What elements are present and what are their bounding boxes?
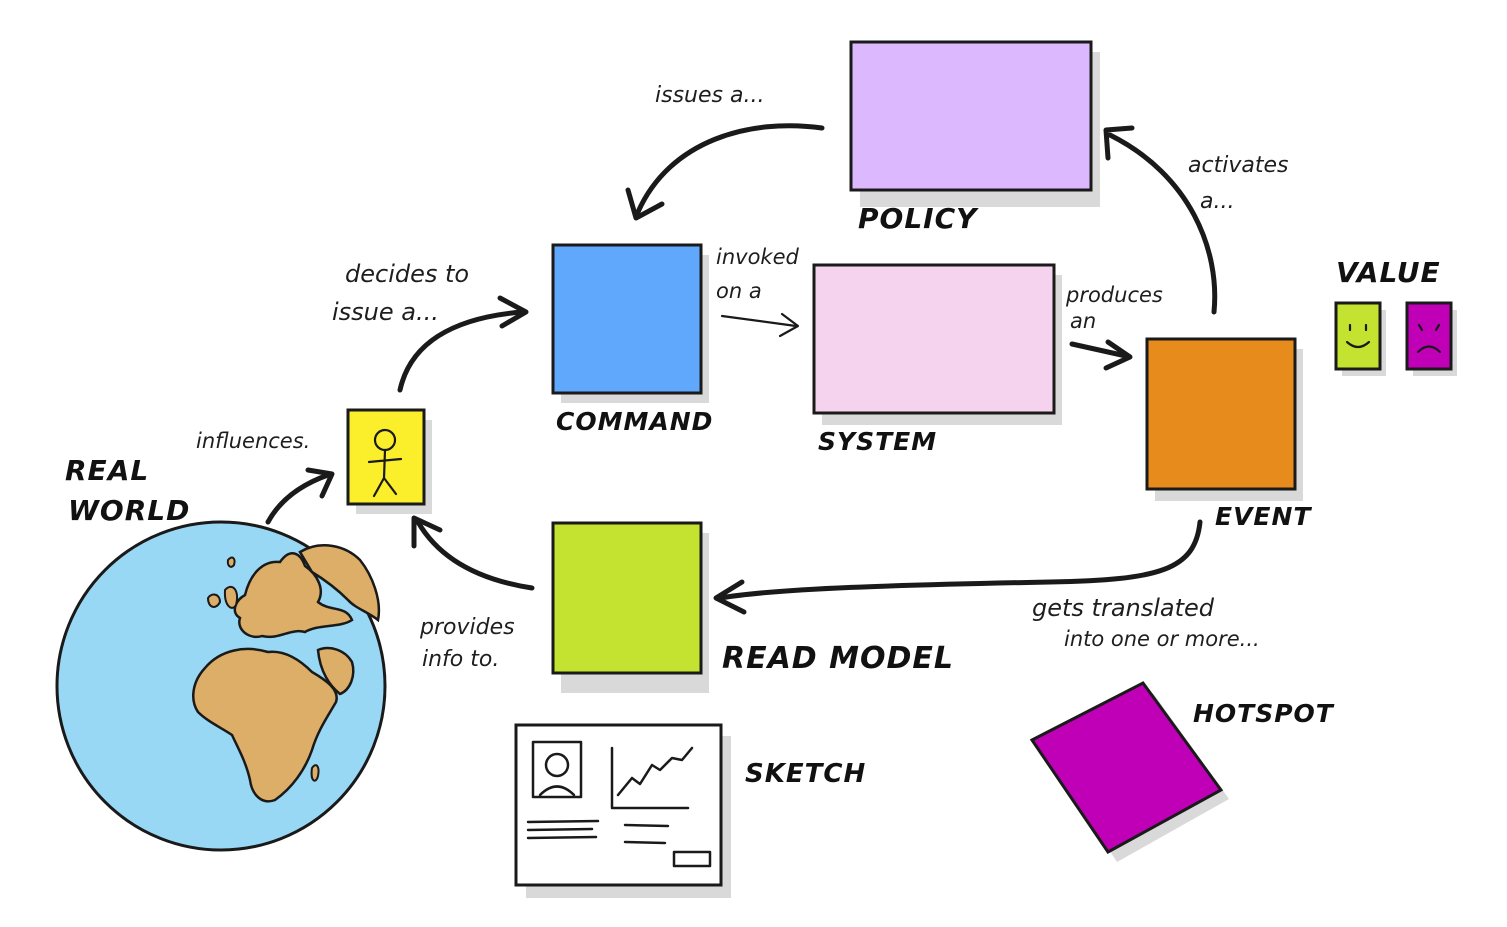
stick-figure-icon <box>367 428 403 498</box>
annotation-influences: influences. <box>196 429 310 453</box>
arrow-event-to-policy <box>1107 132 1218 315</box>
annotation-provides-line1: provides <box>419 615 515 640</box>
annotation-provides-line2: info to. <box>422 647 499 672</box>
annotation-invoked-line1: invoked <box>716 245 800 269</box>
policy-label: POLICY <box>858 202 979 235</box>
system-sticky <box>812 263 1056 415</box>
real-world-label-line1: REAL <box>65 454 149 487</box>
annotation-produces-line1: produces <box>1065 283 1163 307</box>
annotation-decides-line2: issue a... <box>332 298 439 326</box>
annotation-invoked-line2: on a <box>716 279 762 303</box>
read-model-label: READ MODEL <box>722 641 954 676</box>
actor-sticky <box>346 408 426 506</box>
event-note: EVENT <box>1145 337 1312 531</box>
value-group: VALUE <box>1334 256 1457 376</box>
sketch-label: SKETCH <box>745 759 866 789</box>
real-world-label-line2: WORLD <box>68 494 190 527</box>
annotation-translated-line2: into one or more... <box>1064 627 1260 651</box>
annotation-produces-line2: an <box>1070 309 1096 333</box>
event-sticky <box>1145 337 1297 491</box>
policy-sticky <box>849 40 1093 192</box>
annotation-activates-line2: a... <box>1200 189 1234 214</box>
read-model-note: READ MODEL <box>551 521 954 693</box>
annotation-activates-line1: activates <box>1188 153 1288 178</box>
hotspot-label: HOTSPOT <box>1193 699 1335 728</box>
system-label: SYSTEM <box>818 427 937 456</box>
hotspot-sticky <box>1029 681 1224 854</box>
command-note: COMMAND <box>551 243 713 436</box>
system-note: SYSTEM <box>812 263 1062 456</box>
ui-sketch-icon <box>514 723 731 898</box>
annotation-issues: issues a... <box>655 83 764 108</box>
arrows <box>265 123 1218 615</box>
arrow-command-to-system <box>720 314 798 328</box>
arrow-event-to-read-model <box>717 519 1203 601</box>
arrow-world-to-actor <box>265 472 331 525</box>
arrow-system-to-event <box>1069 341 1129 359</box>
arrow-actor-to-command <box>397 309 525 393</box>
actor-note <box>346 408 432 514</box>
arrow-read-model-to-actor <box>415 519 535 591</box>
value-negative-sticky <box>1405 301 1453 371</box>
annotation-decides-line1: decides to <box>345 260 469 288</box>
annotation-translated-line1: gets translated <box>1032 594 1215 622</box>
arrow-policy-to-command <box>635 123 825 215</box>
command-label: COMMAND <box>556 407 713 436</box>
globe-icon <box>55 520 387 852</box>
frown-icon <box>1416 323 1442 354</box>
command-sticky <box>551 243 703 395</box>
hotspot-group: HOTSPOT <box>1029 681 1335 862</box>
smiley-icon <box>1345 323 1371 349</box>
value-label: VALUE <box>1336 256 1441 289</box>
event-label: EVENT <box>1215 502 1312 531</box>
policy-note: POLICY <box>849 40 1100 235</box>
value-positive-sticky <box>1334 301 1382 371</box>
read-model-sticky <box>551 521 703 675</box>
